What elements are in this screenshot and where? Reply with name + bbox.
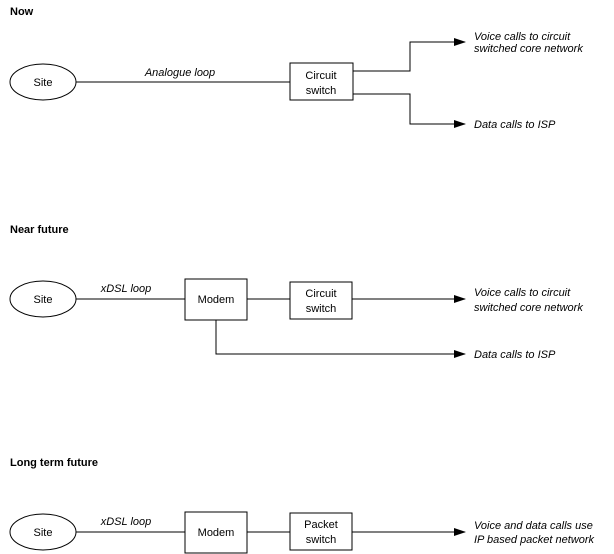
- site-label: Site: [34, 294, 53, 306]
- switch-label-line1: Circuit: [305, 70, 336, 82]
- site-label: Site: [34, 77, 53, 89]
- section-now: Now Site Analogue loop Circuit switch Vo…: [9, 6, 583, 131]
- circuit-switch-box: [289, 281, 353, 320]
- modem-label: Modem: [198, 527, 235, 539]
- loop-label: xDSL loop: [100, 516, 152, 528]
- switch-label-line2: switch: [306, 303, 337, 315]
- switch-label-line1: Circuit: [305, 288, 336, 300]
- section-long-term-future: Long term future Site xDSL loop Modem Pa…: [9, 457, 595, 554]
- voice-output-line2: switched core network: [474, 43, 583, 55]
- data-arrow: [215, 320, 466, 358]
- loop-label: Analogue loop: [144, 67, 215, 79]
- switch-label-line1: Packet: [304, 519, 338, 531]
- data-output-label: Data calls to ISP: [474, 349, 556, 361]
- voice-output-line2: switched core network: [474, 302, 583, 314]
- voice-output-line1: Voice calls to circuit: [474, 31, 571, 43]
- loop-label: xDSL loop: [100, 283, 152, 295]
- site-label: Site: [34, 527, 53, 539]
- output-line1: Voice and data calls use: [474, 520, 593, 532]
- heading-long-term-future: Long term future: [10, 457, 98, 469]
- circuit-switch-box: [289, 62, 354, 101]
- output-line2: IP based packet network: [474, 534, 595, 546]
- packet-switch-box: [289, 512, 353, 551]
- modem-label: Modem: [198, 294, 235, 306]
- heading-near-future: Near future: [10, 224, 69, 236]
- switch-label-line2: switch: [306, 85, 337, 97]
- voice-output-line1: Voice calls to circuit: [474, 287, 571, 299]
- data-arrow: [353, 93, 466, 128]
- switch-label-line2: switch: [306, 534, 337, 546]
- section-near-future: Near future Site xDSL loop Modem Circuit…: [9, 224, 583, 361]
- voice-arrow: [353, 38, 466, 72]
- data-output-label: Data calls to ISP: [474, 119, 556, 131]
- heading-now: Now: [10, 6, 34, 18]
